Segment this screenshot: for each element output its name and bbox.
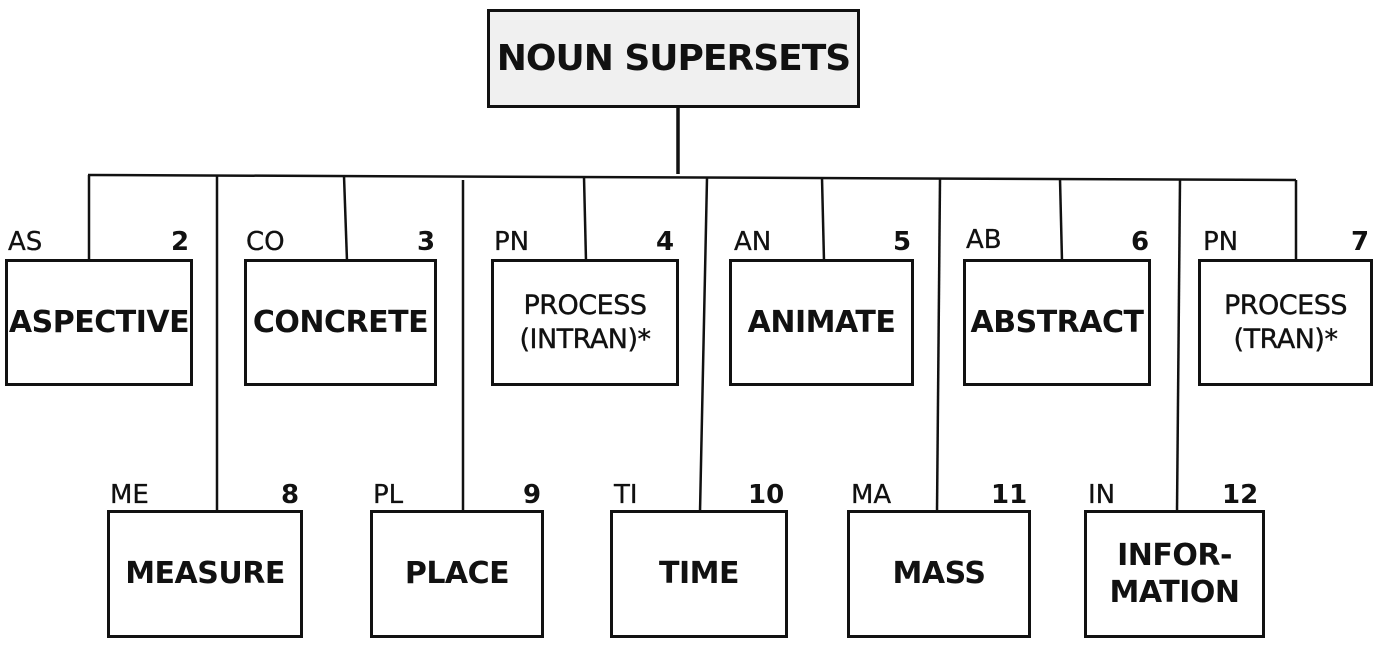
node-code: PN <box>494 227 530 257</box>
node-code: MA <box>851 480 892 510</box>
node-label: TIME <box>659 556 739 592</box>
node-number: 3 <box>417 227 436 257</box>
drop-line-time <box>698 177 709 513</box>
node-abstract: ABSTRACT <box>963 259 1151 386</box>
node-animate: ANIMATE <box>729 259 914 386</box>
node-label-line-1: PROCESS <box>523 289 647 321</box>
node-mass: MASS <box>847 510 1031 638</box>
node-number: 9 <box>523 480 542 510</box>
node-number: 12 <box>1222 480 1259 510</box>
root-label: NOUN SUPERSETS <box>496 38 851 79</box>
node-number: 6 <box>1131 227 1150 257</box>
node-label: ANIMATE <box>747 304 896 340</box>
drop-line-abstract <box>1058 178 1064 262</box>
node-code: ME <box>110 480 149 510</box>
root-node: NOUN SUPERSETS <box>487 9 860 108</box>
node-label-line-2: MATION <box>1109 575 1240 610</box>
drop-line-animate <box>820 177 826 262</box>
node-concrete: CONCRETE <box>244 259 437 386</box>
node-number: 4 <box>656 227 675 257</box>
drop-line-process-intran <box>582 176 588 262</box>
node-label: PLACE <box>404 556 510 592</box>
node-measure: MEASURE <box>107 510 303 638</box>
node-number: 10 <box>748 480 785 510</box>
node-code: AB <box>966 225 1002 255</box>
node-process-intran: PROCESS (INTRAN)* <box>491 259 679 386</box>
horizontal-bus-line <box>87 173 1297 182</box>
node-label: MASS <box>892 556 986 592</box>
node-number: 2 <box>171 227 190 257</box>
drop-line-information <box>1175 179 1182 513</box>
node-place: PLACE <box>370 510 544 638</box>
node-code: CO <box>246 227 285 257</box>
node-information: INFOR- MATION <box>1084 510 1265 638</box>
node-code: AS <box>8 227 43 257</box>
node-label-line-1: INFOR- <box>1117 537 1232 573</box>
node-label: ABSTRACT <box>970 304 1144 340</box>
node-code: PL <box>373 480 404 510</box>
drop-line-concrete <box>342 175 349 262</box>
node-aspective: ASPECTIVE <box>5 259 193 386</box>
node-label: ASPECTIVE <box>8 304 190 340</box>
node-code: TI <box>614 480 638 510</box>
node-label-line-2: (TRAN)* <box>1233 323 1338 355</box>
node-label-line-1: PROCESS <box>1224 289 1348 321</box>
drop-line-mass <box>935 178 942 513</box>
node-number: 8 <box>281 480 300 510</box>
node-code: AN <box>734 227 772 257</box>
node-label: CONCRETE <box>252 304 429 340</box>
node-process-tran: PROCESS (TRAN)* <box>1198 259 1373 386</box>
node-number: 7 <box>1351 227 1370 257</box>
node-code: PN <box>1203 227 1239 257</box>
node-number: 5 <box>893 227 912 257</box>
node-label-line-2: (INTRAN)* <box>519 323 651 355</box>
node-number: 11 <box>991 480 1028 510</box>
node-label: MEASURE <box>125 556 285 592</box>
node-time: TIME <box>610 510 788 638</box>
node-code: IN <box>1088 480 1116 510</box>
